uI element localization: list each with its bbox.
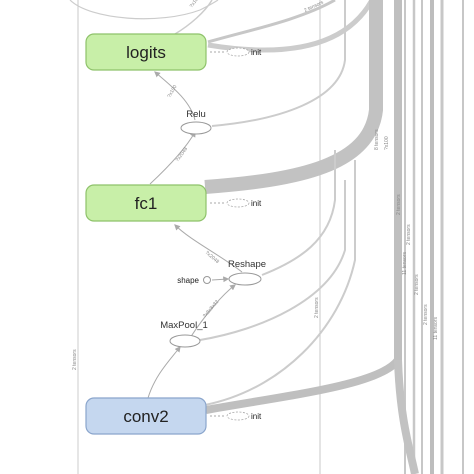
node-fc1-box	[85, 184, 207, 222]
op-relu-ellipse	[180, 121, 212, 135]
init-logits[interactable]: init	[226, 47, 262, 57]
init-fc1-ellipse	[226, 198, 250, 208]
right-flow-edges	[199, 0, 464, 474]
op-relu[interactable]: Relu	[180, 109, 212, 135]
edge-label: ?x100	[384, 136, 390, 150]
init-logits-ellipse	[226, 47, 250, 57]
edge-label: 2 tensors	[414, 274, 420, 295]
init-conv2[interactable]: init	[226, 411, 262, 421]
node-conv2[interactable]: conv2	[85, 397, 207, 435]
init-fc1-label: init	[251, 199, 262, 208]
init-conv2-ellipse	[226, 411, 250, 421]
node-logits[interactable]: logits	[85, 33, 207, 71]
op-reshape-ellipse	[228, 272, 262, 286]
edge-label: 11 tensors	[402, 252, 408, 275]
init-fc1[interactable]: init	[226, 198, 262, 208]
node-conv2-label: conv2	[123, 407, 168, 426]
edge-label: 2 tensors	[396, 194, 402, 215]
edge-label: ?x10	[189, 0, 200, 9]
const-shape[interactable]: shape	[177, 276, 211, 285]
edge-label: ?x2048	[175, 146, 189, 163]
node-conv2-box	[85, 397, 207, 435]
edge-label: 2 tensors	[314, 297, 320, 318]
op-maxpool-ellipse	[169, 334, 201, 348]
op-maxpool-label: MaxPool_1	[160, 320, 208, 331]
node-fc1-label: fc1	[135, 194, 158, 213]
op-maxpool[interactable]: MaxPool_1	[160, 320, 208, 348]
node-logits-label: logits	[126, 43, 166, 62]
edge-label: 8 tensors	[374, 129, 380, 150]
const-shape-circle	[203, 276, 211, 284]
op-relu-label: Relu	[186, 109, 206, 120]
const-shape-label: shape	[177, 276, 199, 285]
edge-label: ?x8x8x32	[202, 299, 220, 319]
edge-label: 2 tensors	[406, 224, 412, 245]
node-logits-box	[85, 33, 207, 71]
edge-label: 2 tensors	[423, 304, 429, 325]
init-conv2-label: init	[251, 412, 262, 421]
top-edges	[69, 0, 336, 44]
op-reshape[interactable]: Reshape	[228, 259, 266, 286]
edge-label: 2 tensors	[72, 349, 78, 370]
edge-label: 11 tensors	[433, 317, 439, 340]
core-edges	[147, 51, 243, 417]
node-fc1[interactable]: fc1	[85, 184, 207, 222]
init-logits-label: init	[251, 48, 262, 57]
op-reshape-label: Reshape	[228, 259, 266, 270]
